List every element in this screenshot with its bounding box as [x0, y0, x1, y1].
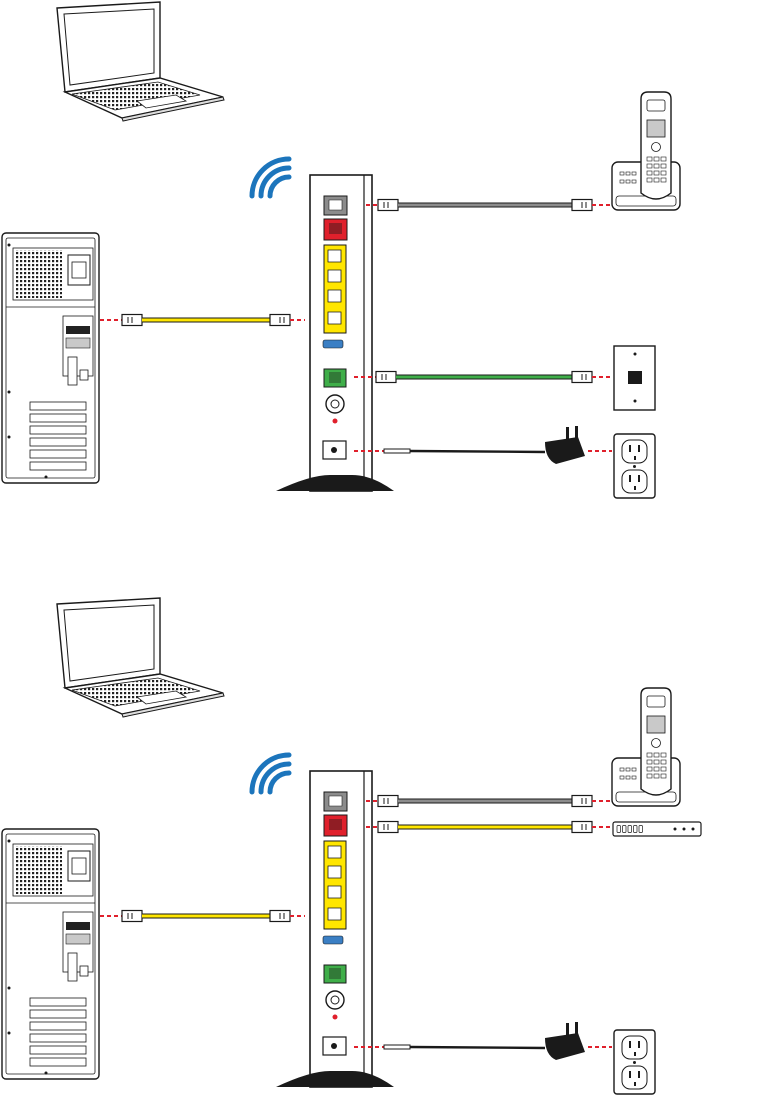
laptop-icon — [57, 598, 224, 717]
phone-line-plug-left — [378, 796, 398, 807]
computer-ethernet-plug-left — [122, 315, 142, 326]
phone-line-plug-left — [378, 200, 398, 211]
power-cable — [354, 1022, 612, 1060]
phone-icon — [612, 688, 680, 806]
router-icon — [276, 175, 394, 491]
wifi-icon — [252, 159, 294, 201]
dsl-line-plug-right — [572, 372, 592, 383]
wan-ethernet-plug-left — [378, 822, 398, 833]
network-switch-icon — [613, 822, 701, 836]
outlet-icon — [614, 434, 655, 498]
power-cable — [354, 426, 612, 464]
phone-jack-icon — [614, 346, 655, 410]
phone-line-plug-right — [572, 796, 592, 807]
desktop-tower-icon — [2, 829, 99, 1079]
phone-icon — [612, 92, 680, 210]
wan-ethernet-plug-right — [572, 822, 592, 833]
diagram-bottom — [2, 598, 701, 1094]
router-icon — [276, 771, 394, 1087]
outlet-icon — [614, 1030, 655, 1094]
wifi-icon — [252, 755, 294, 797]
laptop-icon — [57, 2, 224, 121]
dsl-line-plug-left — [376, 372, 396, 383]
desktop-tower-icon — [2, 233, 99, 483]
phone-line-plug-right — [572, 200, 592, 211]
computer-ethernet-plug-right — [270, 911, 290, 922]
diagram-top — [2, 2, 680, 498]
computer-ethernet-plug-right — [270, 315, 290, 326]
computer-ethernet-plug-left — [122, 911, 142, 922]
